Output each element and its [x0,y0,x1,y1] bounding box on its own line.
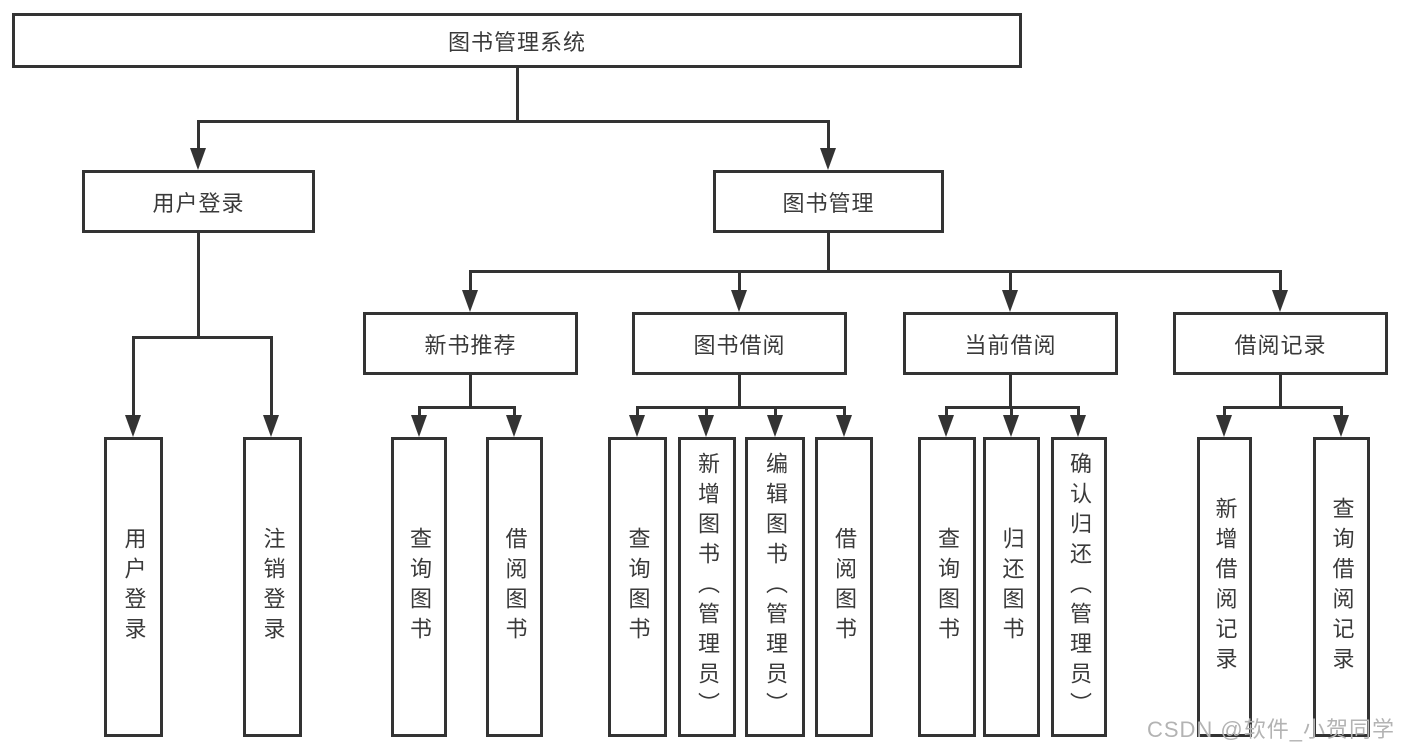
leaf-newrec-query-book-label: 查询图书 [407,527,432,647]
arrow-head [836,415,852,437]
leaf-user-login: 用户登录 [104,437,163,737]
connector-line [636,406,639,418]
leaf-add-book-admin: 新增图书（管理员） [678,437,736,737]
node-new-book-rec-label: 新书推荐 [424,332,517,358]
leaf-borrow-query-book-label: 查询图书 [625,527,651,647]
leaf-current-query-book-label: 查询图书 [935,527,960,647]
leaf-current-query-book: 查询图书 [918,437,976,737]
arrow-head [767,415,783,437]
connector-line [1009,270,1012,292]
leaf-logout-label: 注销登录 [260,527,286,647]
arrow-head [629,415,645,437]
leaf-borrow-query-book: 查询图书 [608,437,667,737]
leaf-edit-book-admin-label: 编辑图书（管理员） [763,452,788,722]
arrow-head [731,290,747,312]
leaf-logout: 注销登录 [243,437,302,737]
connector-line [469,270,1282,273]
node-book-mgmt: 图书管理 [713,170,944,233]
connector-line [418,406,421,418]
connector-line [774,406,777,418]
connector-line [1223,406,1226,418]
arrow-head [125,415,141,437]
leaf-add-borrow-record-label: 新增借阅记录 [1212,497,1238,677]
node-root: 图书管理系统 [12,13,1022,68]
connector-line [513,406,516,418]
leaf-confirm-return-admin-label: 确认归还（管理员） [1067,452,1092,722]
connector-line [843,406,846,418]
leaf-borrow-book-label: 借阅图书 [832,527,857,647]
node-current-borrow-label: 当前借阅 [964,332,1057,358]
connector-line [197,233,200,336]
arrow-head [1003,415,1019,437]
connector-line [1279,270,1282,292]
connector-line [270,336,273,417]
arrow-head [190,148,206,170]
arrow-head [1216,415,1232,437]
leaf-query-borrow-record-label: 查询借阅记录 [1329,497,1355,677]
connector-line [827,233,830,270]
leaf-newrec-borrow-book: 借阅图书 [486,437,543,737]
arrow-head [411,415,427,437]
leaf-confirm-return-admin: 确认归还（管理员） [1051,437,1107,737]
arrow-head [462,290,478,312]
leaf-return-book-label: 归还图书 [999,527,1025,647]
node-borrow-record: 借阅记录 [1173,312,1388,375]
connector-line [197,120,200,152]
leaf-user-login-label: 用户登录 [121,527,147,647]
arrow-head [1272,290,1288,312]
node-root-label: 图书管理系统 [447,29,586,55]
connector-line [1340,406,1343,418]
connector-line [738,375,741,406]
connector-line [636,406,846,409]
connector-line [945,406,948,418]
arrow-head [820,148,836,170]
connector-line [469,375,472,406]
leaf-borrow-book: 借阅图书 [815,437,873,737]
connector-line [132,336,135,417]
connector-line [827,120,830,152]
arrow-head [263,415,279,437]
leaf-newrec-query-book: 查询图书 [391,437,447,737]
connector-line [197,120,830,123]
leaf-add-borrow-record: 新增借阅记录 [1197,437,1252,737]
arrow-head [506,415,522,437]
node-current-borrow: 当前借阅 [903,312,1118,375]
connector-line [516,68,519,120]
leaf-add-book-admin-label: 新增图书（管理员） [695,452,720,722]
node-user-login: 用户登录 [82,170,315,233]
node-book-mgmt-label: 图书管理 [782,190,875,216]
connector-line [1009,375,1012,406]
arrow-head [1070,415,1086,437]
connector-line [1279,375,1282,406]
node-book-borrow-label: 图书借阅 [693,332,786,358]
connector-line [1077,406,1080,418]
arrow-head [938,415,954,437]
leaf-newrec-borrow-book-label: 借阅图书 [502,527,528,647]
connector-line [1010,406,1013,418]
arrow-head [698,415,714,437]
arrow-head [1002,290,1018,312]
node-borrow-record-label: 借阅记录 [1234,332,1327,358]
connector-line [705,406,708,418]
leaf-return-book: 归还图书 [983,437,1040,737]
leaf-query-borrow-record: 查询借阅记录 [1313,437,1370,737]
connector-line [132,336,273,339]
connector-line [418,406,516,409]
leaf-edit-book-admin: 编辑图书（管理员） [745,437,805,737]
node-book-borrow: 图书借阅 [632,312,847,375]
node-new-book-rec: 新书推荐 [363,312,578,375]
connector-line [469,270,472,292]
arrow-head [1333,415,1349,437]
connector-line [1223,406,1343,409]
connector-line [738,270,741,292]
node-user-login-label: 用户登录 [152,190,245,216]
